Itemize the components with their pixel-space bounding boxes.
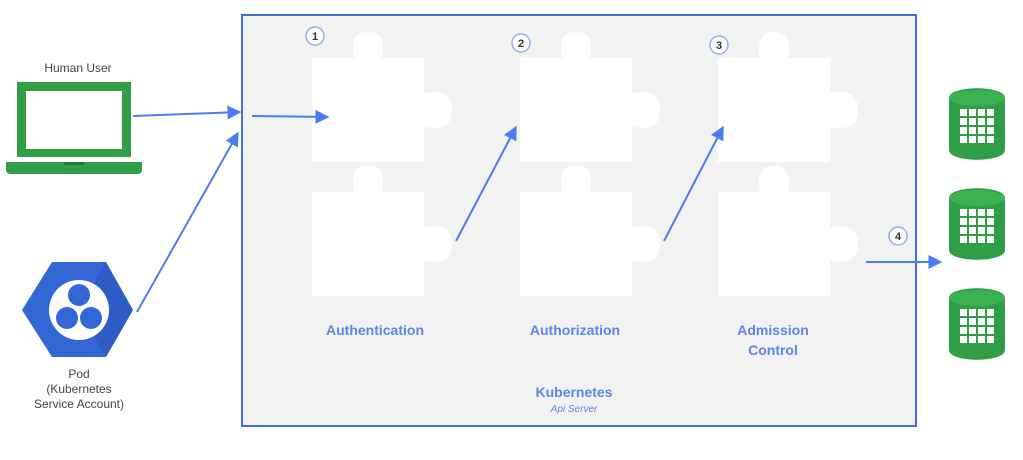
database-icon [949, 188, 1005, 260]
step-badge-1: 1 [305, 26, 325, 46]
arrow-pod-to-api [136, 131, 239, 313]
pod-label-line-1: Pod [68, 367, 89, 381]
step-badge-2: 2 [511, 33, 531, 53]
step-badge-3: 3 [709, 35, 729, 55]
arrow-user-to-api [132, 105, 242, 120]
database-icon [949, 288, 1005, 360]
arrow-authentication-to-authorization [455, 125, 517, 242]
step-number: 2 [518, 38, 524, 50]
laptop-icon [6, 82, 142, 174]
admission-control-label-line-1: Admission [737, 322, 809, 338]
kubernetes-pod-icon [22, 262, 133, 357]
database-icon [949, 88, 1005, 160]
authorization-label: Authorization [530, 322, 620, 338]
step-number: 4 [895, 231, 902, 243]
arrow-authorization-to-admission [663, 125, 724, 242]
admission-control-label-line-2: Control [748, 342, 798, 358]
step-number: 1 [312, 31, 318, 43]
pod-label-line-3: Service Account) [34, 397, 124, 411]
human-user-label: Human User [44, 61, 111, 75]
api-server-subtitle: Api Server [550, 404, 598, 415]
api-server-title: Kubernetes [535, 384, 612, 400]
authentication-label: Authentication [326, 322, 424, 338]
step-badge-4: 4 [888, 226, 908, 246]
arrow-to-authentication [251, 109, 330, 124]
pod-label-line-2: (Kubernetes [46, 382, 111, 396]
step-number: 3 [716, 40, 722, 52]
